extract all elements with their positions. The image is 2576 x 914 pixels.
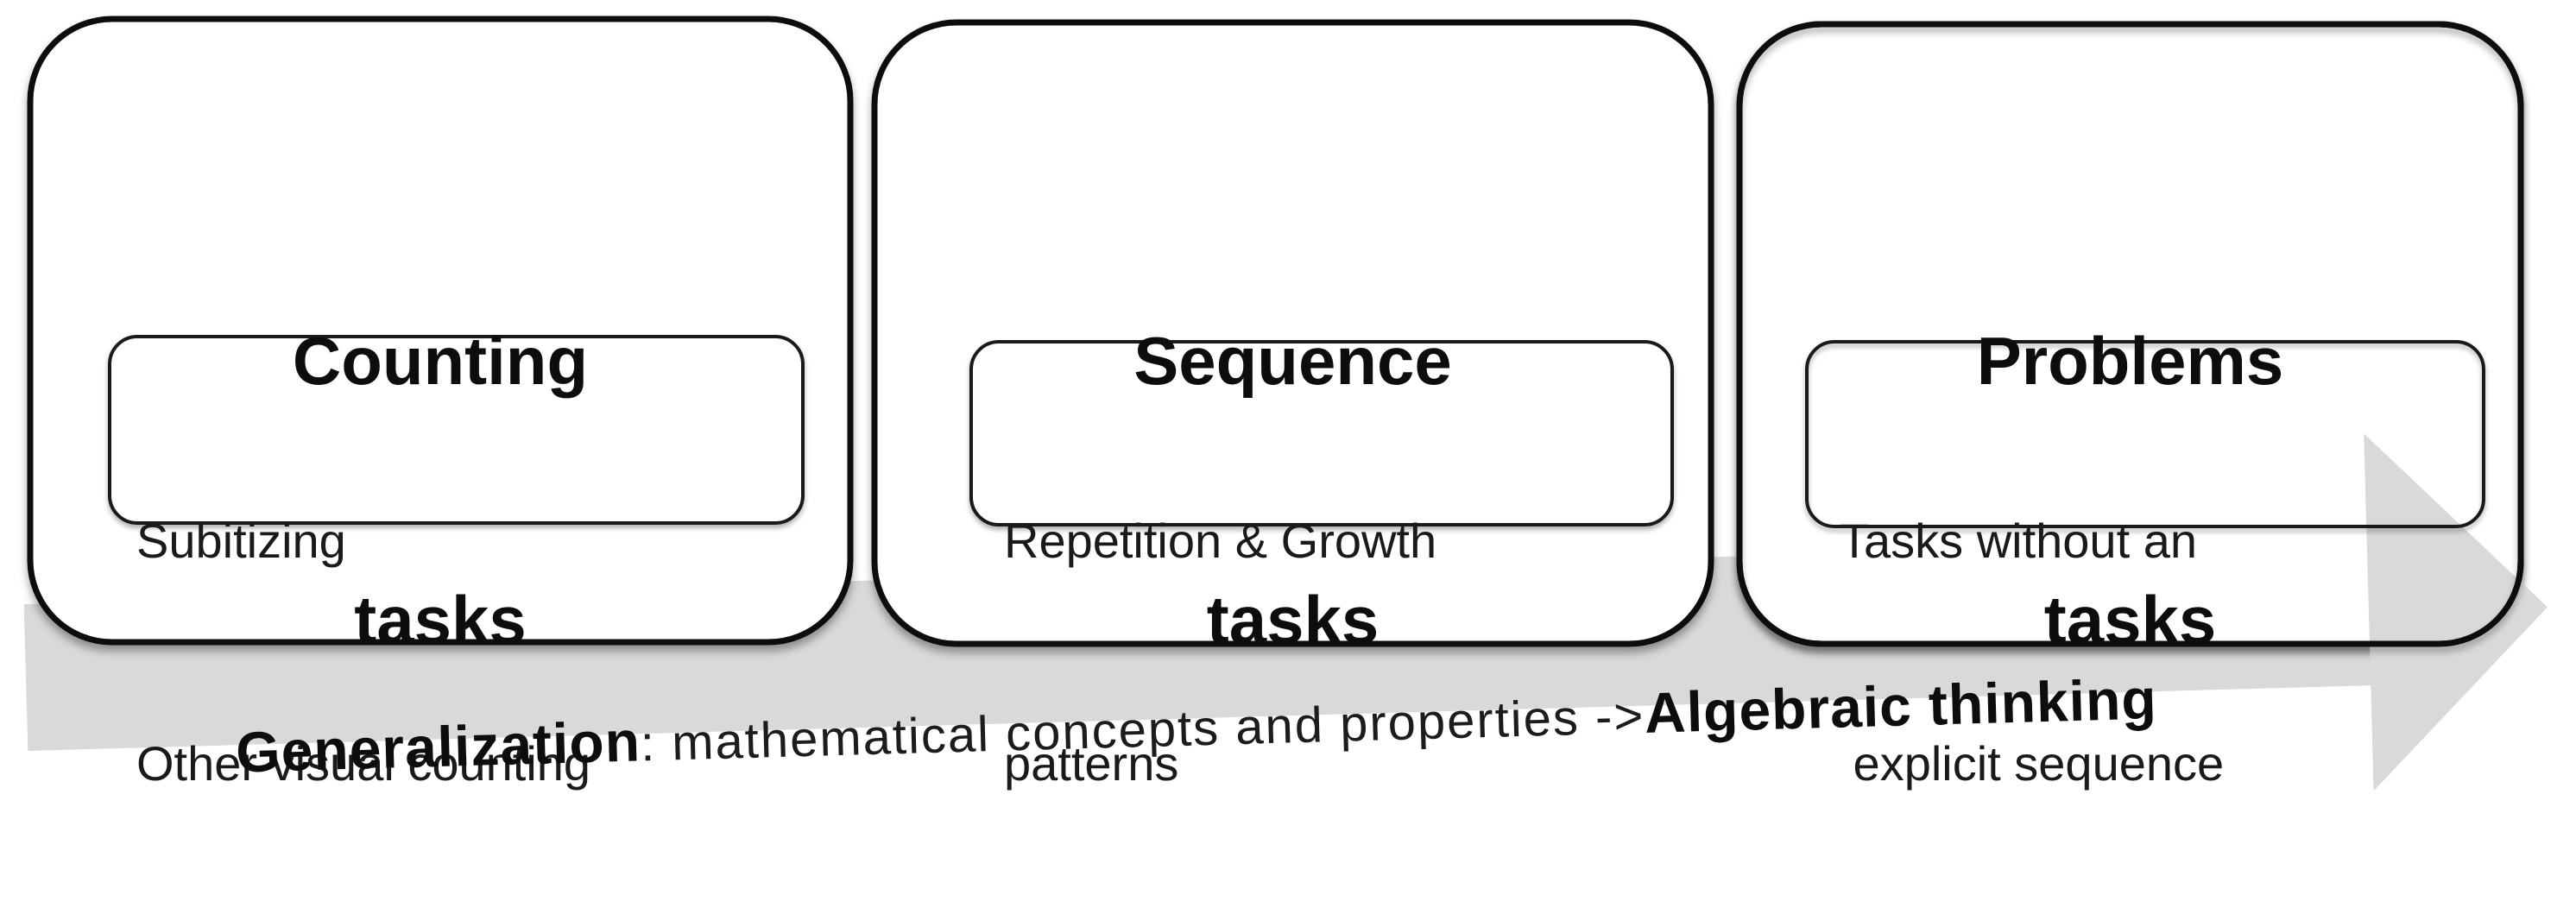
counting-box-title: Counting tasks (30, 145, 850, 835)
problems-detail-box (1805, 340, 2485, 528)
sequence-box-title: Sequence tasks (874, 145, 1711, 835)
title-line: tasks (1206, 582, 1380, 658)
detail-line: explicit sequence (1840, 736, 2225, 791)
title-line: Sequence (1133, 323, 1452, 399)
detail-line: Tasks without an (1840, 514, 2197, 568)
sequence-detail-box (969, 340, 1674, 526)
counting-box-detail: Subitizing Other visual counting (136, 356, 590, 914)
counting-detail-box (108, 335, 805, 525)
title-line: tasks (2043, 582, 2217, 658)
sequence-box-detail: Repetition & Growth patterns (1004, 356, 1436, 914)
title-line: Counting (292, 323, 589, 399)
detail-line: Repetition & Growth (1004, 514, 1437, 568)
arrow-label-tail: Algebraic thinking (1644, 666, 2158, 745)
title-line: Problems (1976, 323, 2284, 399)
detail-line: Subitizing (136, 514, 346, 568)
problems-box-title: Problems tasks (1739, 145, 2521, 835)
title-line: tasks (354, 582, 527, 658)
problems-box-detail: Tasks without an explicit sequence (1840, 356, 2224, 914)
arrow-label-lead: Generalization (235, 709, 641, 785)
detail-line: Other visual counting (136, 736, 591, 791)
problems-tasks-box-border (1736, 21, 2524, 647)
detail-line: patterns (1004, 736, 1179, 791)
arrowhead-overlay-icon (2364, 433, 2548, 791)
